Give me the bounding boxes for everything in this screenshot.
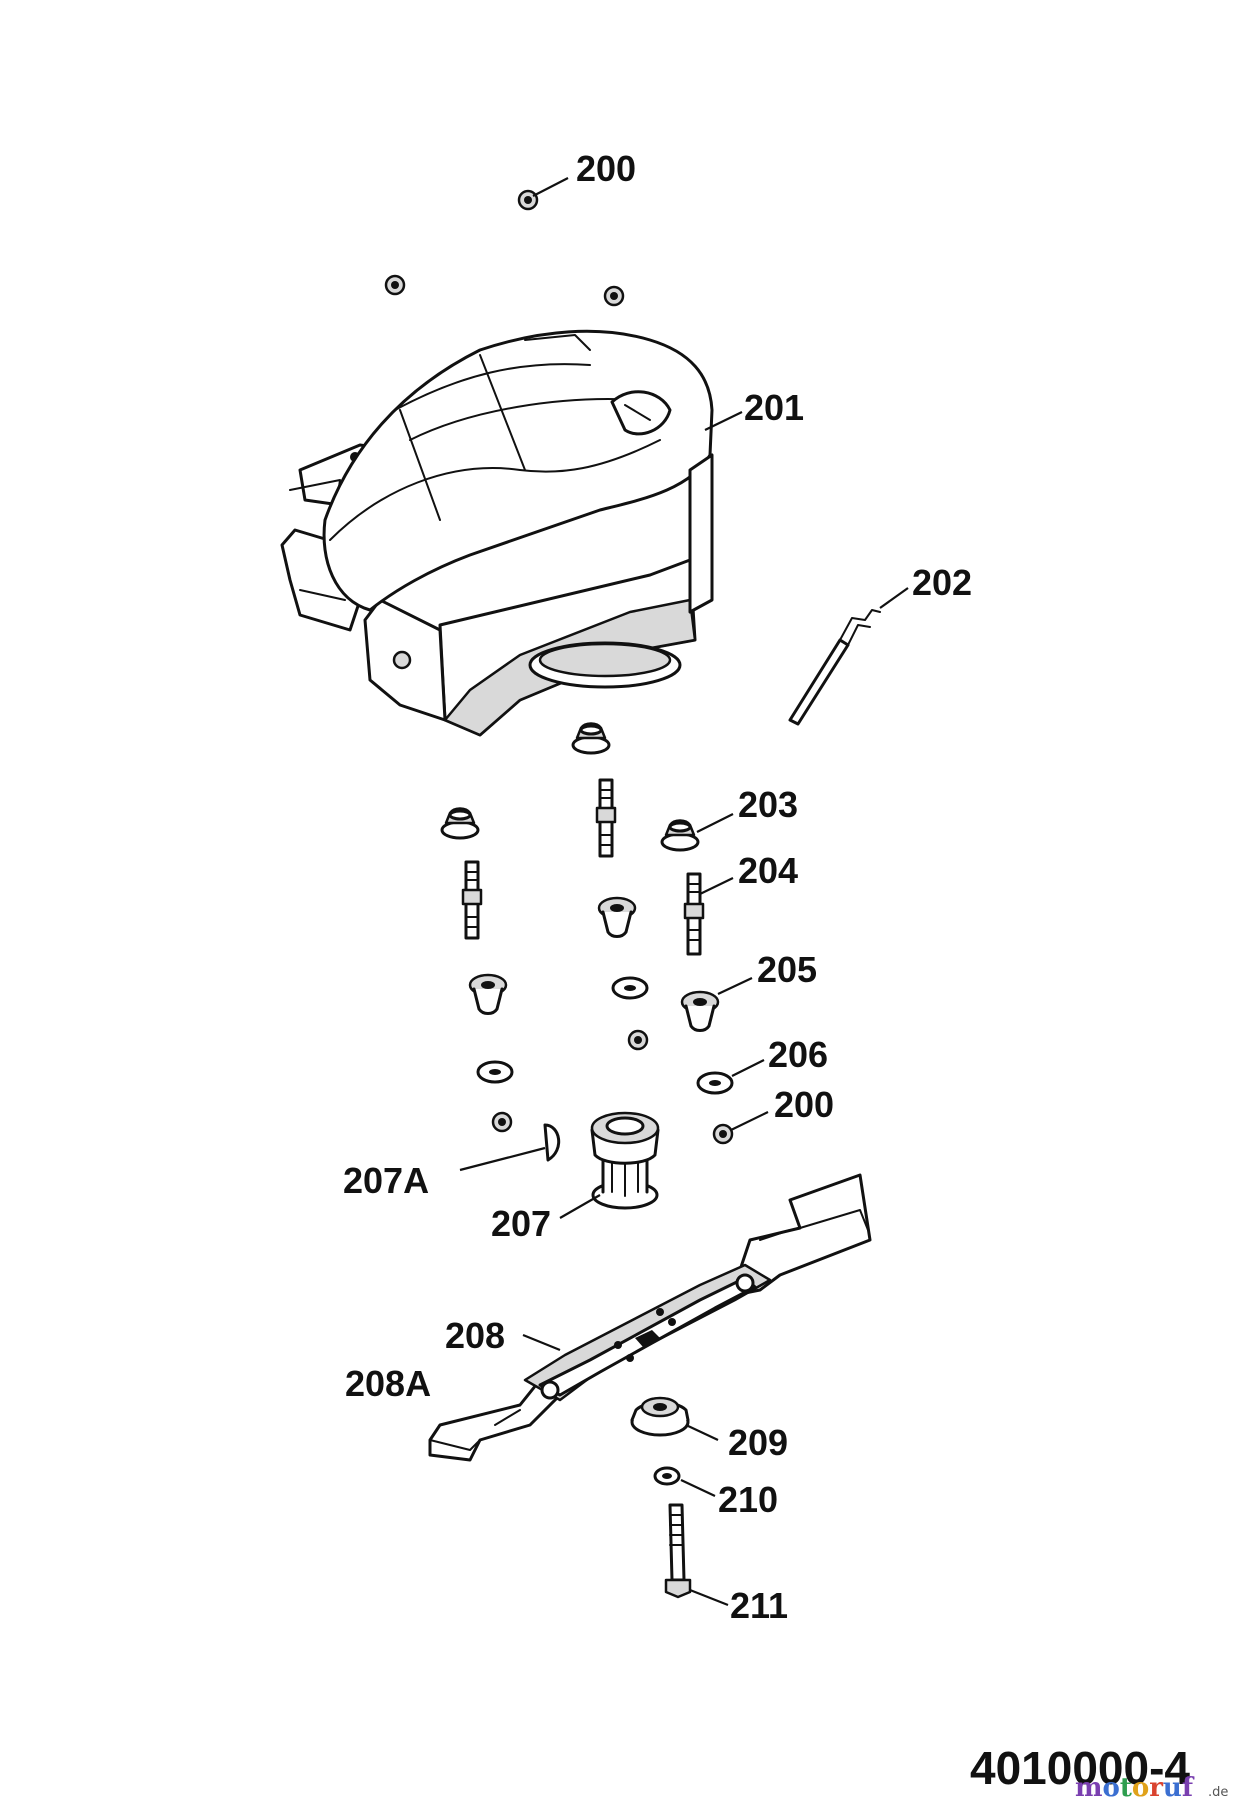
document-number: 4010000-4: [970, 1742, 1190, 1794]
leader-210: [680, 1479, 716, 1497]
spacer-203-center: [571, 722, 611, 755]
leader-205: [717, 977, 753, 995]
blade-retainer-209: [630, 1396, 690, 1437]
washer-206-left: [476, 1060, 514, 1084]
stud-204-left: [461, 860, 483, 940]
leader-207A: [459, 1146, 546, 1172]
nut-200-left: [384, 274, 406, 296]
leader-208: [522, 1333, 561, 1352]
washer-206-right: [696, 1071, 734, 1095]
label-209: 209: [728, 1422, 788, 1463]
nut-200-center: [627, 1029, 649, 1051]
stud-204-center: [595, 778, 617, 858]
leader-203: [696, 813, 734, 833]
collar-205-right: [680, 990, 720, 1032]
washer-210: [653, 1466, 681, 1486]
blade-adapter-207: [590, 1111, 660, 1210]
label-204: 204: [738, 850, 798, 891]
leader-211: [689, 1588, 729, 1607]
watermark-logo: motoruf .de: [1075, 1773, 1228, 1800]
leader-200-mid: [730, 1111, 769, 1131]
label-207: 207: [491, 1203, 551, 1244]
label-202: 202: [912, 562, 972, 603]
spacer-203-left: [440, 807, 480, 840]
blade-208: [428, 1173, 872, 1462]
rod-202: [788, 609, 881, 726]
leader-200-top: [532, 177, 569, 197]
label-200-mid: 200: [774, 1084, 834, 1125]
label-208A: 208A: [345, 1363, 431, 1404]
label-206: 206: [768, 1034, 828, 1075]
engine-201: [280, 329, 714, 737]
label-201: 201: [744, 387, 804, 428]
svg-text:.de: .de: [1208, 1785, 1228, 1800]
nut-200-lower-right: [712, 1123, 734, 1145]
leader-201: [704, 411, 743, 431]
washer-206-center: [611, 976, 649, 1000]
spacer-203-right: [660, 819, 700, 852]
collar-205-left: [468, 973, 508, 1015]
key-207A: [543, 1123, 560, 1162]
leader-206: [731, 1059, 765, 1077]
leader-209: [685, 1424, 719, 1441]
leader-207: [559, 1194, 601, 1219]
label-208: 208: [445, 1315, 505, 1356]
label-210: 210: [718, 1479, 778, 1520]
nut-200-right: [603, 285, 625, 307]
label-203: 203: [738, 784, 798, 825]
leader-202: [879, 587, 909, 609]
nut-200-top: [517, 189, 539, 211]
stud-204-right: [683, 872, 705, 956]
nut-200-lower-left: [491, 1111, 513, 1133]
collar-205-center: [597, 896, 637, 938]
label-205: 205: [757, 949, 817, 990]
label-211: 211: [730, 1585, 788, 1626]
bolt-211: [664, 1503, 692, 1599]
label-200-top: 200: [576, 148, 636, 189]
leader-204: [699, 877, 734, 895]
label-207A: 207A: [343, 1160, 429, 1201]
svg-text:motoruf: motoruf: [1075, 1773, 1195, 1800]
